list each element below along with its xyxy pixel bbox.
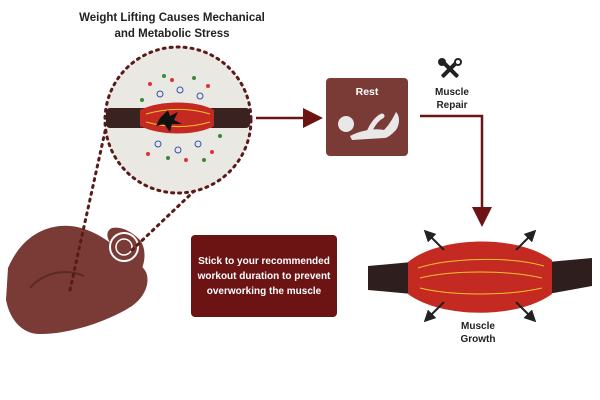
- flexed-arm-illustration: [6, 225, 148, 334]
- zoom-connector-left: [68, 116, 110, 292]
- muscle-stress-zoom-circle: [103, 45, 253, 195]
- diagram-title: Weight Lifting Causes Mechanical and Met…: [79, 12, 265, 40]
- workout-advice-box: Stick to your recommended workout durati…: [191, 235, 337, 317]
- tools-icon: [438, 58, 462, 78]
- arrow-to-growth: [420, 114, 492, 227]
- grown-muscle-illustration: [368, 241, 592, 313]
- workout-advice-text: Stick to your recommended workout durati…: [197, 255, 331, 297]
- resting-person-icon: [338, 112, 399, 140]
- rest-step-box: Rest: [326, 78, 408, 156]
- muscle-repair-label: Muscle Repair: [435, 87, 469, 111]
- rest-label: Rest: [355, 86, 379, 98]
- growth-expansion-arrows: [423, 229, 537, 323]
- bicep-highlight-circle: [109, 232, 139, 262]
- muscle-growth-label: Muscle Growth: [460, 321, 496, 345]
